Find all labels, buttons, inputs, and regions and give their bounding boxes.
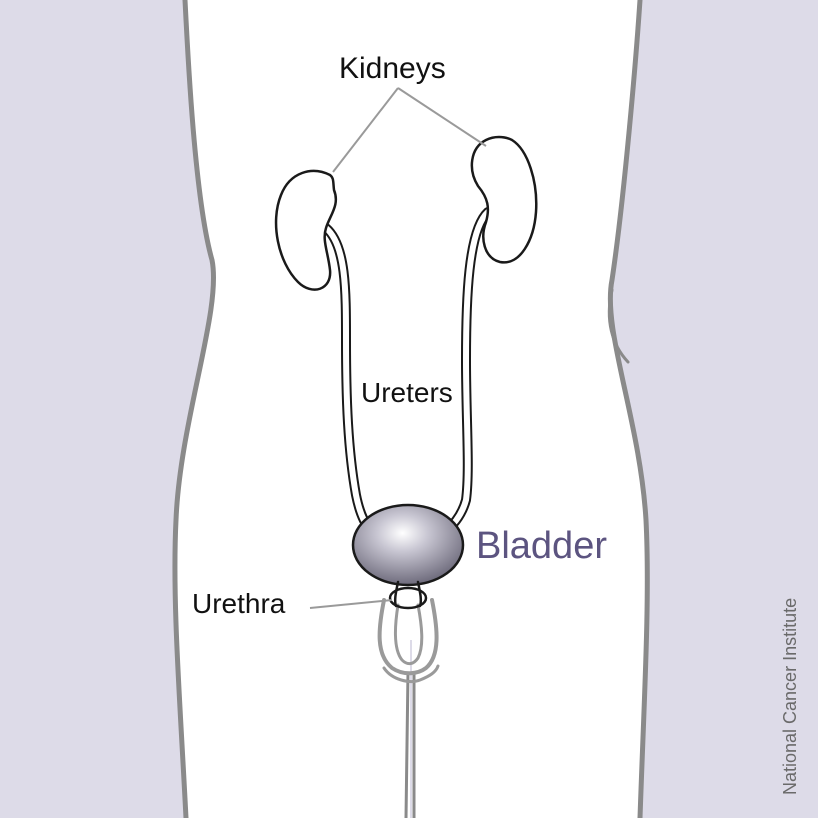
ureter-left-lumen	[323, 225, 379, 538]
genital-outline	[377, 598, 439, 676]
genital-lower	[382, 664, 440, 683]
bladder-icon	[351, 503, 465, 587]
kidneys-leader-left	[332, 87, 399, 173]
label-ureters: Ureters	[361, 377, 453, 408]
hip-crease-right	[607, 288, 630, 364]
urethra-base	[388, 586, 428, 610]
kidney-left-icon	[274, 169, 338, 291]
kidneys-leader-right	[397, 87, 487, 147]
body-outline-left	[172, 0, 217, 818]
leg-divide	[404, 671, 416, 818]
genital-inner	[393, 603, 424, 666]
label-urethra: Urethra	[192, 588, 286, 619]
urethra-leader	[309, 599, 393, 609]
credit-text: National Cancer Institute	[780, 598, 800, 795]
label-bladder: Bladder	[476, 525, 607, 567]
ureter-right-lumen	[437, 209, 491, 538]
label-kidneys: Kidneys	[339, 52, 446, 85]
kidney-right-icon	[470, 135, 538, 264]
body-outline-right	[607, 0, 650, 818]
